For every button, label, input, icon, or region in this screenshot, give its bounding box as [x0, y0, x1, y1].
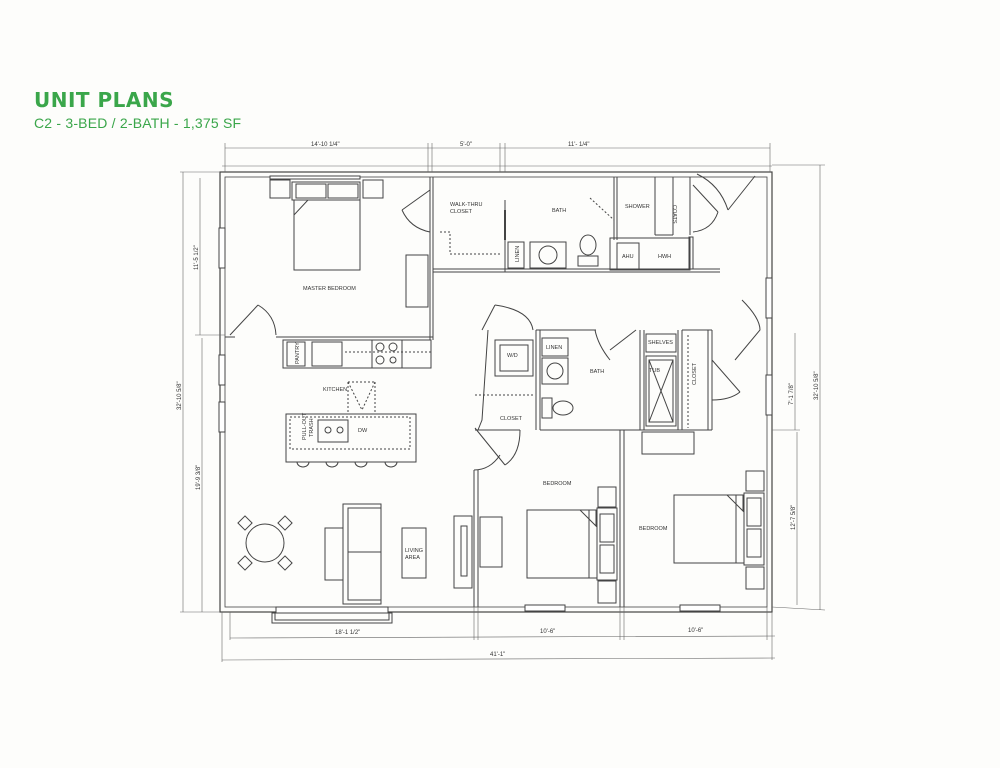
- label-pull-out: PULL-OUT: [302, 412, 308, 440]
- page-title: UNIT PLANS: [34, 88, 175, 112]
- dim-left-upper: 11'-5 1/2": [194, 245, 200, 270]
- label-closet-hall: CLOSET: [500, 416, 523, 422]
- kitchen-counter: [282, 339, 432, 468]
- label-area: AREA: [405, 555, 420, 561]
- dimension-labels: 14'-10 1/4" 5'-0" 11'- 1/4" 11'-5 1/2" 1…: [177, 142, 820, 658]
- dim-right-total: 32'-10 5/8": [814, 371, 820, 400]
- label-pantry: PANTRY: [295, 342, 301, 364]
- label-hwh: HWH: [658, 254, 671, 260]
- dim-bottom-total: 41'-1": [490, 652, 505, 658]
- dim-bottom-2: 10'-6": [540, 629, 555, 635]
- label-linen-hall: LINEN: [546, 345, 562, 351]
- dim-top-3: 11'- 1/4": [568, 142, 590, 148]
- dim-top-2: 5'-0": [460, 142, 472, 148]
- dim-bottom-3: 10'-6": [688, 628, 703, 634]
- dim-bottom-1: 18'-1 1/2": [335, 630, 360, 636]
- dim-right-upper: 7'-1 7/8": [789, 383, 795, 405]
- label-linen-master: LINEN: [515, 246, 521, 262]
- label-tub: TUB: [649, 368, 660, 374]
- label-coats: COATS: [671, 205, 677, 224]
- windows-bottom: [271, 604, 721, 624]
- label-ahu: AHU: [622, 254, 634, 260]
- dimension-lines: [180, 143, 826, 662]
- label-dw: DW: [358, 428, 368, 434]
- doors: [229, 173, 761, 471]
- label-walk-thru: WALK-THRU: [450, 202, 483, 208]
- master-bath-walls: [440, 177, 694, 272]
- label-shower: SHOWER: [625, 204, 650, 210]
- dim-right-lower: 12'-7 5/8": [791, 505, 797, 530]
- label-master-bedroom: MASTER BEDROOM: [303, 286, 356, 292]
- living-furniture: [237, 470, 479, 607]
- hall-bath-walls: [475, 329, 713, 431]
- unit-subtitle: C2 - 3-BED / 2-BATH - 1,375 SF: [34, 115, 242, 131]
- master-bedroom-walls: [225, 177, 720, 340]
- bedroom-2-furniture: [479, 430, 695, 607]
- master-bed: [269, 179, 429, 308]
- label-bedroom-3: BEDROOM: [639, 526, 668, 532]
- room-labels: MASTER BEDROOM WALK-THRU CLOSET BATH SHO…: [295, 202, 698, 561]
- windows-left: [218, 227, 226, 433]
- label-master-bath: BATH: [552, 208, 566, 214]
- label-closet-right: CLOSET: [692, 362, 698, 385]
- windows-right: [765, 277, 773, 416]
- label-trash: TRASH: [309, 418, 315, 437]
- label-living: LIVING: [405, 548, 423, 554]
- label-shelves: SHELVES: [648, 340, 673, 346]
- label-closet: CLOSET: [450, 209, 473, 215]
- label-hall-bath: BATH: [590, 369, 604, 375]
- label-kitchen: KITCHEN: [323, 387, 347, 393]
- bedroom-3-furniture: [673, 470, 765, 590]
- dim-top-1: 14'-10 1/4": [311, 142, 340, 148]
- label-bedroom-2: BEDROOM: [543, 481, 572, 487]
- label-wd: W/D: [507, 353, 518, 359]
- dim-left-total: 32'-10 5/8": [177, 381, 183, 410]
- dim-left-lower: 19'-9 3/8": [196, 465, 202, 490]
